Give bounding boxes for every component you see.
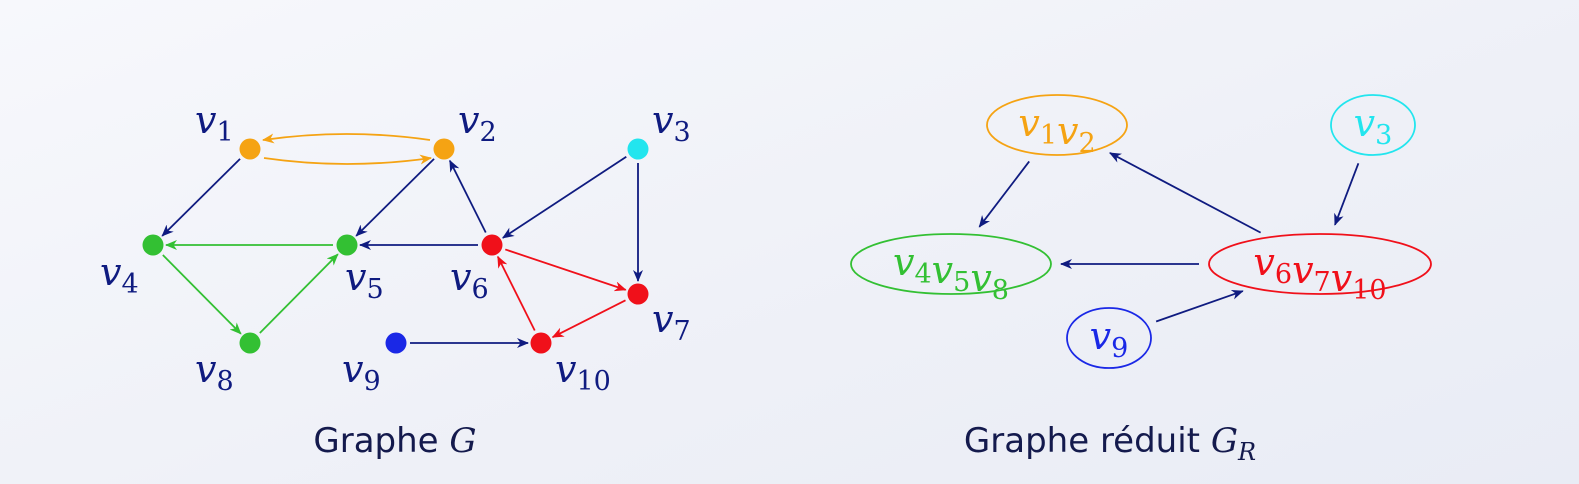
edge-v8-v5 (259, 253, 339, 334)
label-v1: v1 (195, 98, 234, 148)
label-c9: v9 (1090, 314, 1129, 364)
node-v3 (627, 138, 649, 160)
node-v10 (530, 332, 552, 354)
node-v2 (433, 138, 455, 160)
label-v5: v5 (345, 255, 384, 305)
node-c458 (850, 233, 1052, 295)
graph-reduced: v1v2 v3 v4v5v8 v6v7v10 v9 (850, 94, 1432, 369)
node-c6710 (1208, 233, 1432, 295)
label-v10: v10 (555, 347, 611, 397)
node-v4 (142, 234, 164, 256)
label-v8: v8 (195, 347, 234, 397)
label-v9: v9 (342, 347, 381, 397)
graph-g: v1 v2 v3 v4 v5 v6 v7 v8 v9 v10 (100, 98, 691, 397)
edge-v6-v7 (504, 248, 627, 292)
edge-v4-v8 (162, 254, 242, 335)
label-c6710: v6v7v10 (1253, 240, 1386, 306)
edge-v1-v4 (161, 158, 241, 237)
node-c12 (986, 94, 1128, 156)
edge-v3-v6 (502, 155, 627, 239)
node-v8 (239, 332, 261, 354)
caption-graph-g: Graphe G (313, 421, 476, 461)
edge-v6-v2 (449, 159, 487, 233)
node-c3 (1330, 94, 1416, 156)
node-c9 (1066, 307, 1152, 369)
label-v7: v7 (652, 297, 691, 347)
edge-v2-v1 (262, 133, 431, 144)
label-v4: v4 (100, 250, 139, 300)
caption-graph-reduced: Graphe réduit GR (964, 421, 1256, 466)
edge-v10-v6 (497, 255, 536, 331)
label-v2: v2 (458, 98, 497, 148)
node-v7 (627, 283, 649, 305)
edge-v1-v2 (263, 154, 432, 165)
edge-c9-c6710 (1155, 289, 1244, 323)
edge-c6710-c12 (1109, 152, 1262, 234)
edge-c12-c458 (978, 160, 1030, 228)
label-c12: v1v2 (1018, 101, 1095, 159)
node-v1 (239, 138, 261, 160)
label-v3: v3 (652, 98, 691, 148)
label-c458: v4v5v8 (893, 240, 1009, 306)
node-v6 (481, 234, 503, 256)
edge-v7-v10 (551, 299, 626, 338)
node-v5 (336, 234, 358, 256)
label-v6: v6 (450, 255, 489, 305)
label-c3: v3 (1354, 101, 1393, 151)
edge-c3-c6710 (1334, 162, 1360, 226)
node-v9 (385, 332, 407, 354)
edge-v2-v5 (355, 158, 435, 237)
